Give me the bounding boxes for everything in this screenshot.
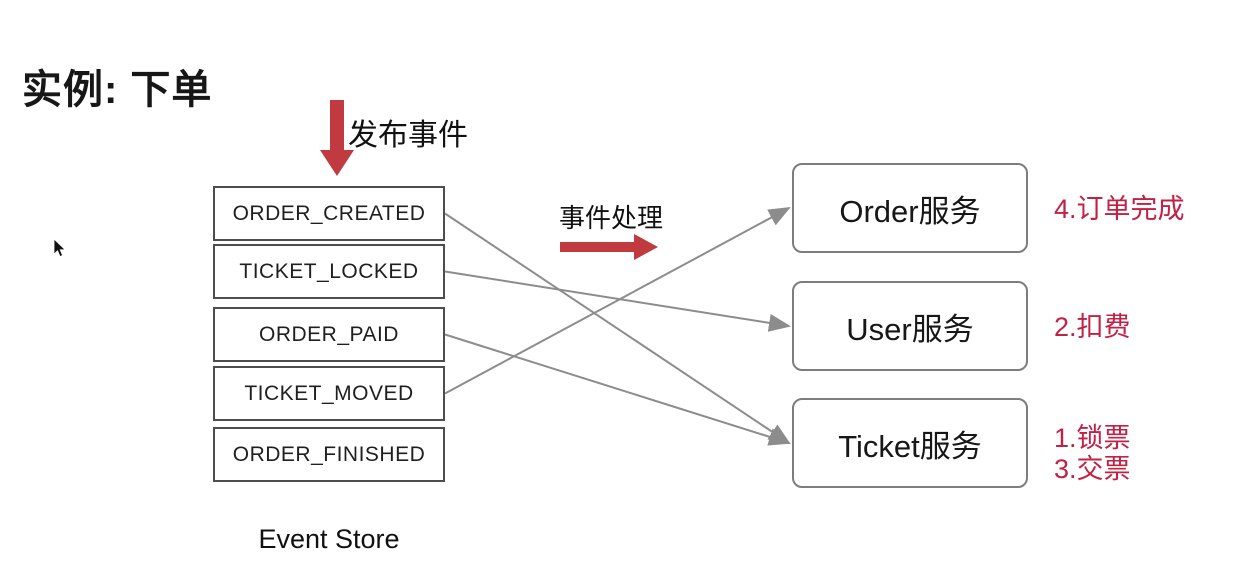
- event-box-ticket-moved: TICKET_MOVED: [213, 366, 445, 421]
- event-box-ticket-locked: TICKET_LOCKED: [213, 244, 445, 299]
- connector-ticket_moved-to-order_service: [444, 207, 791, 395]
- event-box-order-finished: ORDER_FINISHED: [213, 427, 445, 482]
- service-box-user: User服务: [792, 281, 1028, 371]
- service-note-user: 2.扣费: [1054, 312, 1131, 342]
- connector-ticket_locked-to-user_service: [444, 270, 791, 332]
- event-store-label: Event Store: [258, 524, 400, 554]
- service-box-order: Order服务: [792, 163, 1028, 253]
- event-box-order-paid: ORDER_PAID: [213, 307, 445, 362]
- page-title: 实例: 下单: [22, 67, 213, 112]
- connector-order_paid-to-ticket_service: [444, 333, 791, 446]
- mouse-cursor: [53, 239, 66, 258]
- event-processing-arrow-icon: [560, 234, 658, 260]
- publish-event-arrow-icon: [320, 100, 354, 176]
- event-processing-label: 事件处理: [559, 203, 664, 233]
- service-note-ticket-line2: 3.交票: [1054, 454, 1131, 484]
- service-note-ticket: 1.锁票 3.交票: [1054, 423, 1131, 485]
- publish-event-label: 发布事件: [348, 119, 468, 152]
- service-note-ticket-line1: 1.锁票: [1054, 423, 1131, 453]
- connector-order_created-to-ticket_service: [444, 212, 791, 445]
- service-note-order: 4.订单完成: [1054, 194, 1185, 224]
- service-box-ticket: Ticket服务: [792, 398, 1028, 488]
- event-box-order-created: ORDER_CREATED: [213, 186, 445, 241]
